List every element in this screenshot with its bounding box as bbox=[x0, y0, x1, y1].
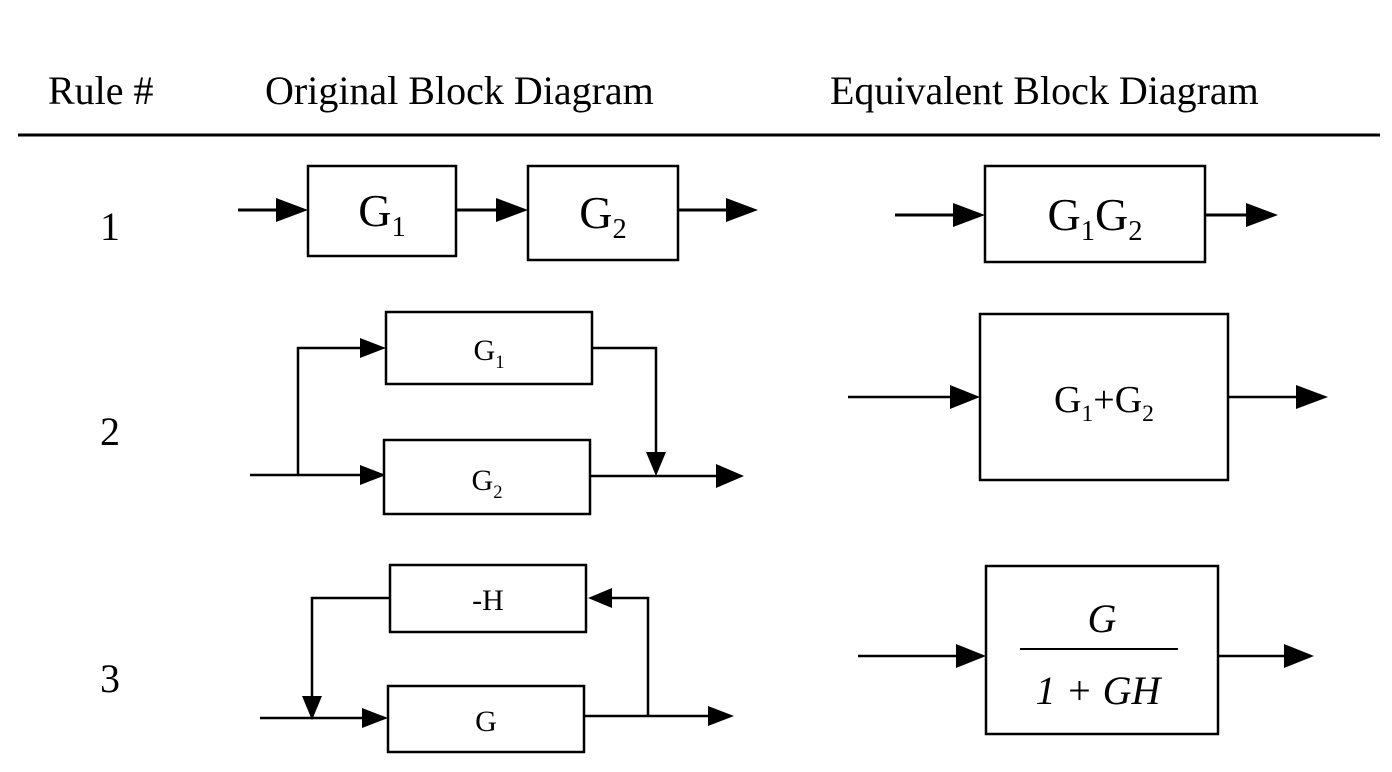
rule-1-input-arrow bbox=[276, 198, 308, 222]
header-rule-label: Rule # bbox=[48, 68, 154, 113]
rule-2-top-return-wire bbox=[592, 346, 658, 452]
rule-3-original-diagram: -H G bbox=[260, 563, 734, 754]
table-header: Rule # Original Block Diagram Equivalent… bbox=[18, 68, 1380, 137]
rule-1-original-diagram: G1 G2 bbox=[238, 164, 758, 262]
rule-2-original-diagram: G1 G2 bbox=[250, 310, 744, 516]
rule-3-output-arrow bbox=[708, 706, 734, 726]
rule-3-eq-output-arrow bbox=[1284, 644, 1314, 668]
rule-3-input-arrow bbox=[362, 708, 388, 728]
rule-3-block-neg-h-label: -H bbox=[472, 584, 504, 617]
rule-1-eq-output-arrow bbox=[1246, 203, 1278, 227]
header-equivalent-label: Equivalent Block Diagram bbox=[830, 68, 1259, 113]
rule-3-block-neg-h bbox=[388, 563, 588, 634]
rule-2-number: 2 bbox=[100, 409, 120, 454]
rule-1-row: 1 G1 G2 G1G2 bbox=[100, 164, 1278, 264]
rule-3-return-wire bbox=[310, 596, 390, 696]
rule-2-bottom-arrow bbox=[360, 465, 386, 485]
rule-2-equivalent-diagram: G1+G2 bbox=[848, 312, 1328, 482]
rule-2-sum-arrow bbox=[646, 452, 666, 476]
rule-1-block-g2 bbox=[526, 164, 680, 262]
rule-3-equivalent-diagram: G 1 + GH bbox=[858, 564, 1314, 736]
rule-3-eq-numerator: G bbox=[1088, 596, 1117, 641]
rule-2-top-arrow bbox=[360, 338, 386, 358]
rule-2-eq-output-arrow bbox=[1296, 385, 1328, 409]
rule-1-equivalent-diagram: G1G2 bbox=[895, 164, 1278, 264]
rule-2-branch-wire bbox=[296, 346, 362, 475]
rule-1-link-arrow bbox=[496, 198, 528, 222]
rule-1-block-g2-label: G2 bbox=[579, 187, 627, 245]
rule-2-block-g1 bbox=[384, 310, 594, 386]
rule-1-eq-block bbox=[983, 164, 1207, 264]
rule-3-eq-input-arrow bbox=[956, 644, 986, 668]
rule-3-feedback-arrow bbox=[588, 588, 612, 608]
rule-3-feedback-wire bbox=[612, 596, 650, 716]
rule-3-return-arrow bbox=[302, 696, 322, 720]
rule-3-eq-denominator: 1 + GH bbox=[1036, 668, 1163, 713]
rule-2-block-g2 bbox=[382, 438, 592, 516]
rule-2-row: 2 G1 G2 G1+G2 bbox=[100, 310, 1328, 516]
rule-2-output-arrow bbox=[716, 464, 744, 488]
rule-3-row: 3 -H G G 1 + GH bbox=[100, 563, 1314, 754]
rule-1-eq-input-arrow bbox=[953, 203, 985, 227]
rule-1-block-g1 bbox=[306, 164, 458, 258]
rule-2-eq-block-label: G1+G2 bbox=[1054, 379, 1154, 427]
rule-1-output-arrow bbox=[726, 198, 758, 222]
rule-2-eq-input-arrow bbox=[950, 385, 980, 409]
header-original-label: Original Block Diagram bbox=[265, 68, 654, 113]
rule-1-number: 1 bbox=[100, 204, 120, 249]
rule-3-block-g-label: G bbox=[475, 705, 497, 738]
rule-2-eq-block bbox=[978, 312, 1230, 482]
rule-3-block-g bbox=[386, 684, 586, 754]
rule-1-eq-block-label: G1G2 bbox=[1048, 189, 1143, 247]
rule-3-number: 3 bbox=[100, 656, 120, 701]
